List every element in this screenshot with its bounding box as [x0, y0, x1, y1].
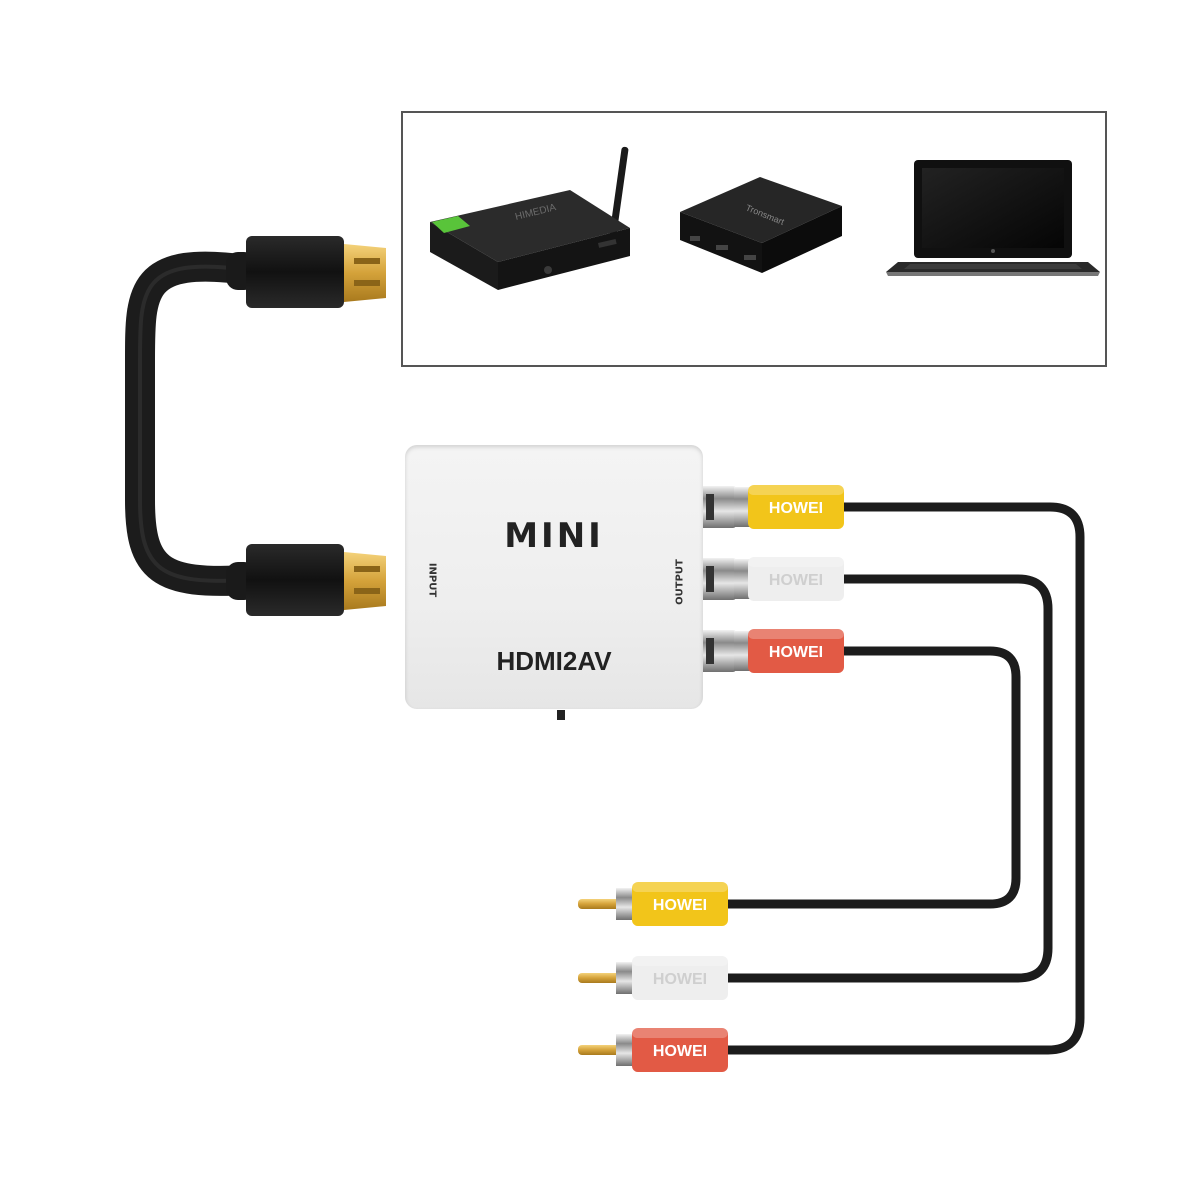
converter-model: HDMI2AV	[496, 646, 612, 676]
android-tv-box-icon: HIMEDIA	[430, 146, 630, 290]
rca-plugs-attached: HOWEI HOWEI HOWEI	[734, 485, 844, 673]
rca-brand-label: HOWEI	[653, 971, 707, 988]
rca-plug-yellow-attached: HOWEI	[734, 485, 844, 529]
hdmi-plug-top	[226, 236, 386, 308]
rca-plugs-loose: HOWEI HOWEI HOWEI	[578, 882, 728, 1072]
converter-indicator	[557, 710, 565, 720]
input-port-label: INPUT	[426, 562, 438, 598]
rca-brand-label: HOWEI	[653, 897, 707, 914]
rca-sockets	[700, 486, 736, 672]
rca-plug-red-attached: HOWEI	[734, 629, 844, 673]
rca-brand-label: HOWEI	[653, 1043, 707, 1060]
rca-brand-label: HOWEI	[769, 500, 823, 517]
hdmi-plug-bottom	[226, 544, 386, 616]
rca-plug-yellow-loose: HOWEI	[578, 882, 728, 926]
converter-title: MINI	[504, 516, 604, 556]
hdmi-cable	[125, 251, 263, 596]
output-port-label: OUTPUT	[674, 559, 686, 605]
rca-plug-red-loose: HOWEI	[578, 1028, 728, 1072]
rca-plug-white-loose: HOWEI	[578, 956, 728, 1000]
rca-cables	[720, 502, 1085, 1055]
rca-brand-label: HOWEI	[769, 644, 823, 661]
rca-plug-white-attached: HOWEI	[734, 557, 844, 601]
laptop-icon	[886, 160, 1100, 276]
streaming-box-icon: Tronsmart	[680, 177, 842, 273]
rca-brand-label: HOWEI	[769, 572, 823, 589]
hdmi2av-converter	[405, 445, 703, 709]
